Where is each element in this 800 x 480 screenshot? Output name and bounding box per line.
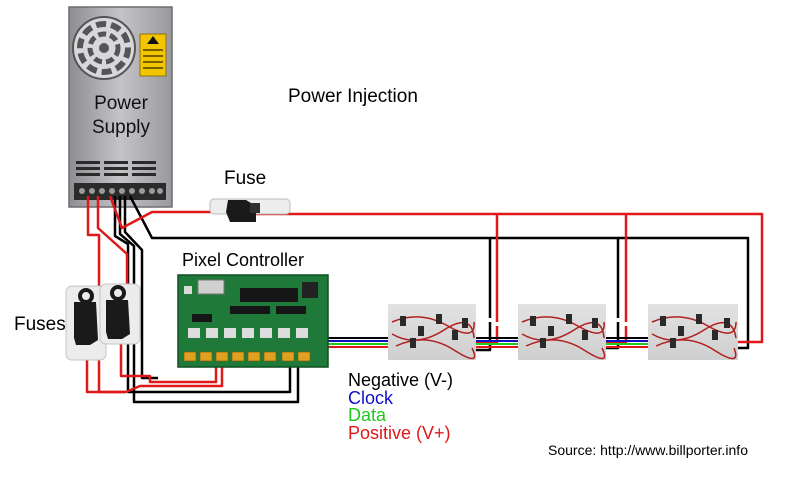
fuse-label: Fuse [224,168,267,189]
terminal-block [74,183,166,200]
legend-clock: Clock [348,388,394,408]
diagram-title: Power Injection [288,86,418,107]
power-supply-label-line2: Supply [91,117,151,138]
power-supply [68,6,173,208]
pixel-controller-label: Pixel Controller [182,250,305,270]
legend-negative: Negative (V-) [348,370,454,390]
pixel-string-2 [518,304,606,360]
fuse-left-2 [99,283,141,345]
source-credit: Source: http://www.billporter.info [548,442,748,458]
fuse-left-1 [65,285,107,361]
legend-positive: Positive (V+) [348,423,451,443]
vent-slots [76,161,156,176]
positive-wires [85,195,764,394]
power-supply-label-line1: Power [94,93,148,114]
fan-grille-icon [72,16,136,80]
warning-label-icon [139,33,167,77]
inline-fuse [209,198,291,222]
pixel-controller-board [177,274,329,368]
fuses-label: Fuses [14,314,66,335]
pixel-string-1 [388,304,476,360]
pixel-string-3 [648,304,738,360]
legend-data: Data [348,405,387,425]
